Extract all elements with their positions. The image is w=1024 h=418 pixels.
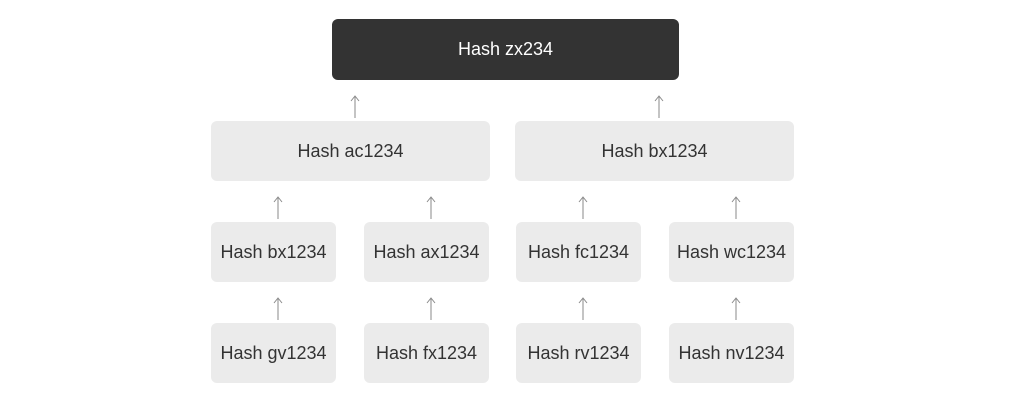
level2-hash-node: Hash wc1234 bbox=[669, 222, 794, 282]
node-label: Hash bx1234 bbox=[220, 241, 327, 262]
level1-hash-node: Hash bx1234 bbox=[515, 121, 794, 181]
node-label: Hash fc1234 bbox=[527, 241, 630, 262]
node-label: Hash fx1234 bbox=[375, 342, 478, 363]
level1-hash-node: Hash ac1234 bbox=[211, 121, 490, 181]
root-hash-node: Hash zx234 bbox=[332, 19, 679, 80]
arrow-up-icon bbox=[731, 297, 741, 320]
node-label: Hash rv1234 bbox=[527, 342, 630, 363]
arrow-up-icon bbox=[578, 297, 588, 320]
node-label: Hash bx1234 bbox=[601, 140, 708, 161]
level3-hash-node: Hash fx1234 bbox=[364, 323, 489, 383]
level3-hash-node: Hash rv1234 bbox=[516, 323, 641, 383]
arrow-up-icon bbox=[426, 196, 436, 219]
arrow-up-icon bbox=[578, 196, 588, 219]
node-label: Hash ax1234 bbox=[373, 241, 480, 262]
arrow-up-icon bbox=[273, 196, 283, 219]
level2-hash-node: Hash fc1234 bbox=[516, 222, 641, 282]
node-label: Hash ac1234 bbox=[297, 140, 404, 161]
level3-hash-node: Hash gv1234 bbox=[211, 323, 336, 383]
node-label: Hash wc1234 bbox=[676, 241, 787, 262]
arrow-up-icon bbox=[426, 297, 436, 320]
node-label: Hash nv1234 bbox=[678, 342, 785, 363]
arrow-up-icon bbox=[350, 95, 360, 118]
arrow-up-icon bbox=[273, 297, 283, 320]
arrow-up-icon bbox=[654, 95, 664, 118]
level2-hash-node: Hash ax1234 bbox=[364, 222, 489, 282]
node-label: Hash zx234 bbox=[457, 39, 554, 59]
level3-hash-node: Hash nv1234 bbox=[669, 323, 794, 383]
arrow-up-icon bbox=[731, 196, 741, 219]
level2-hash-node: Hash bx1234 bbox=[211, 222, 336, 282]
node-label: Hash gv1234 bbox=[220, 342, 327, 363]
